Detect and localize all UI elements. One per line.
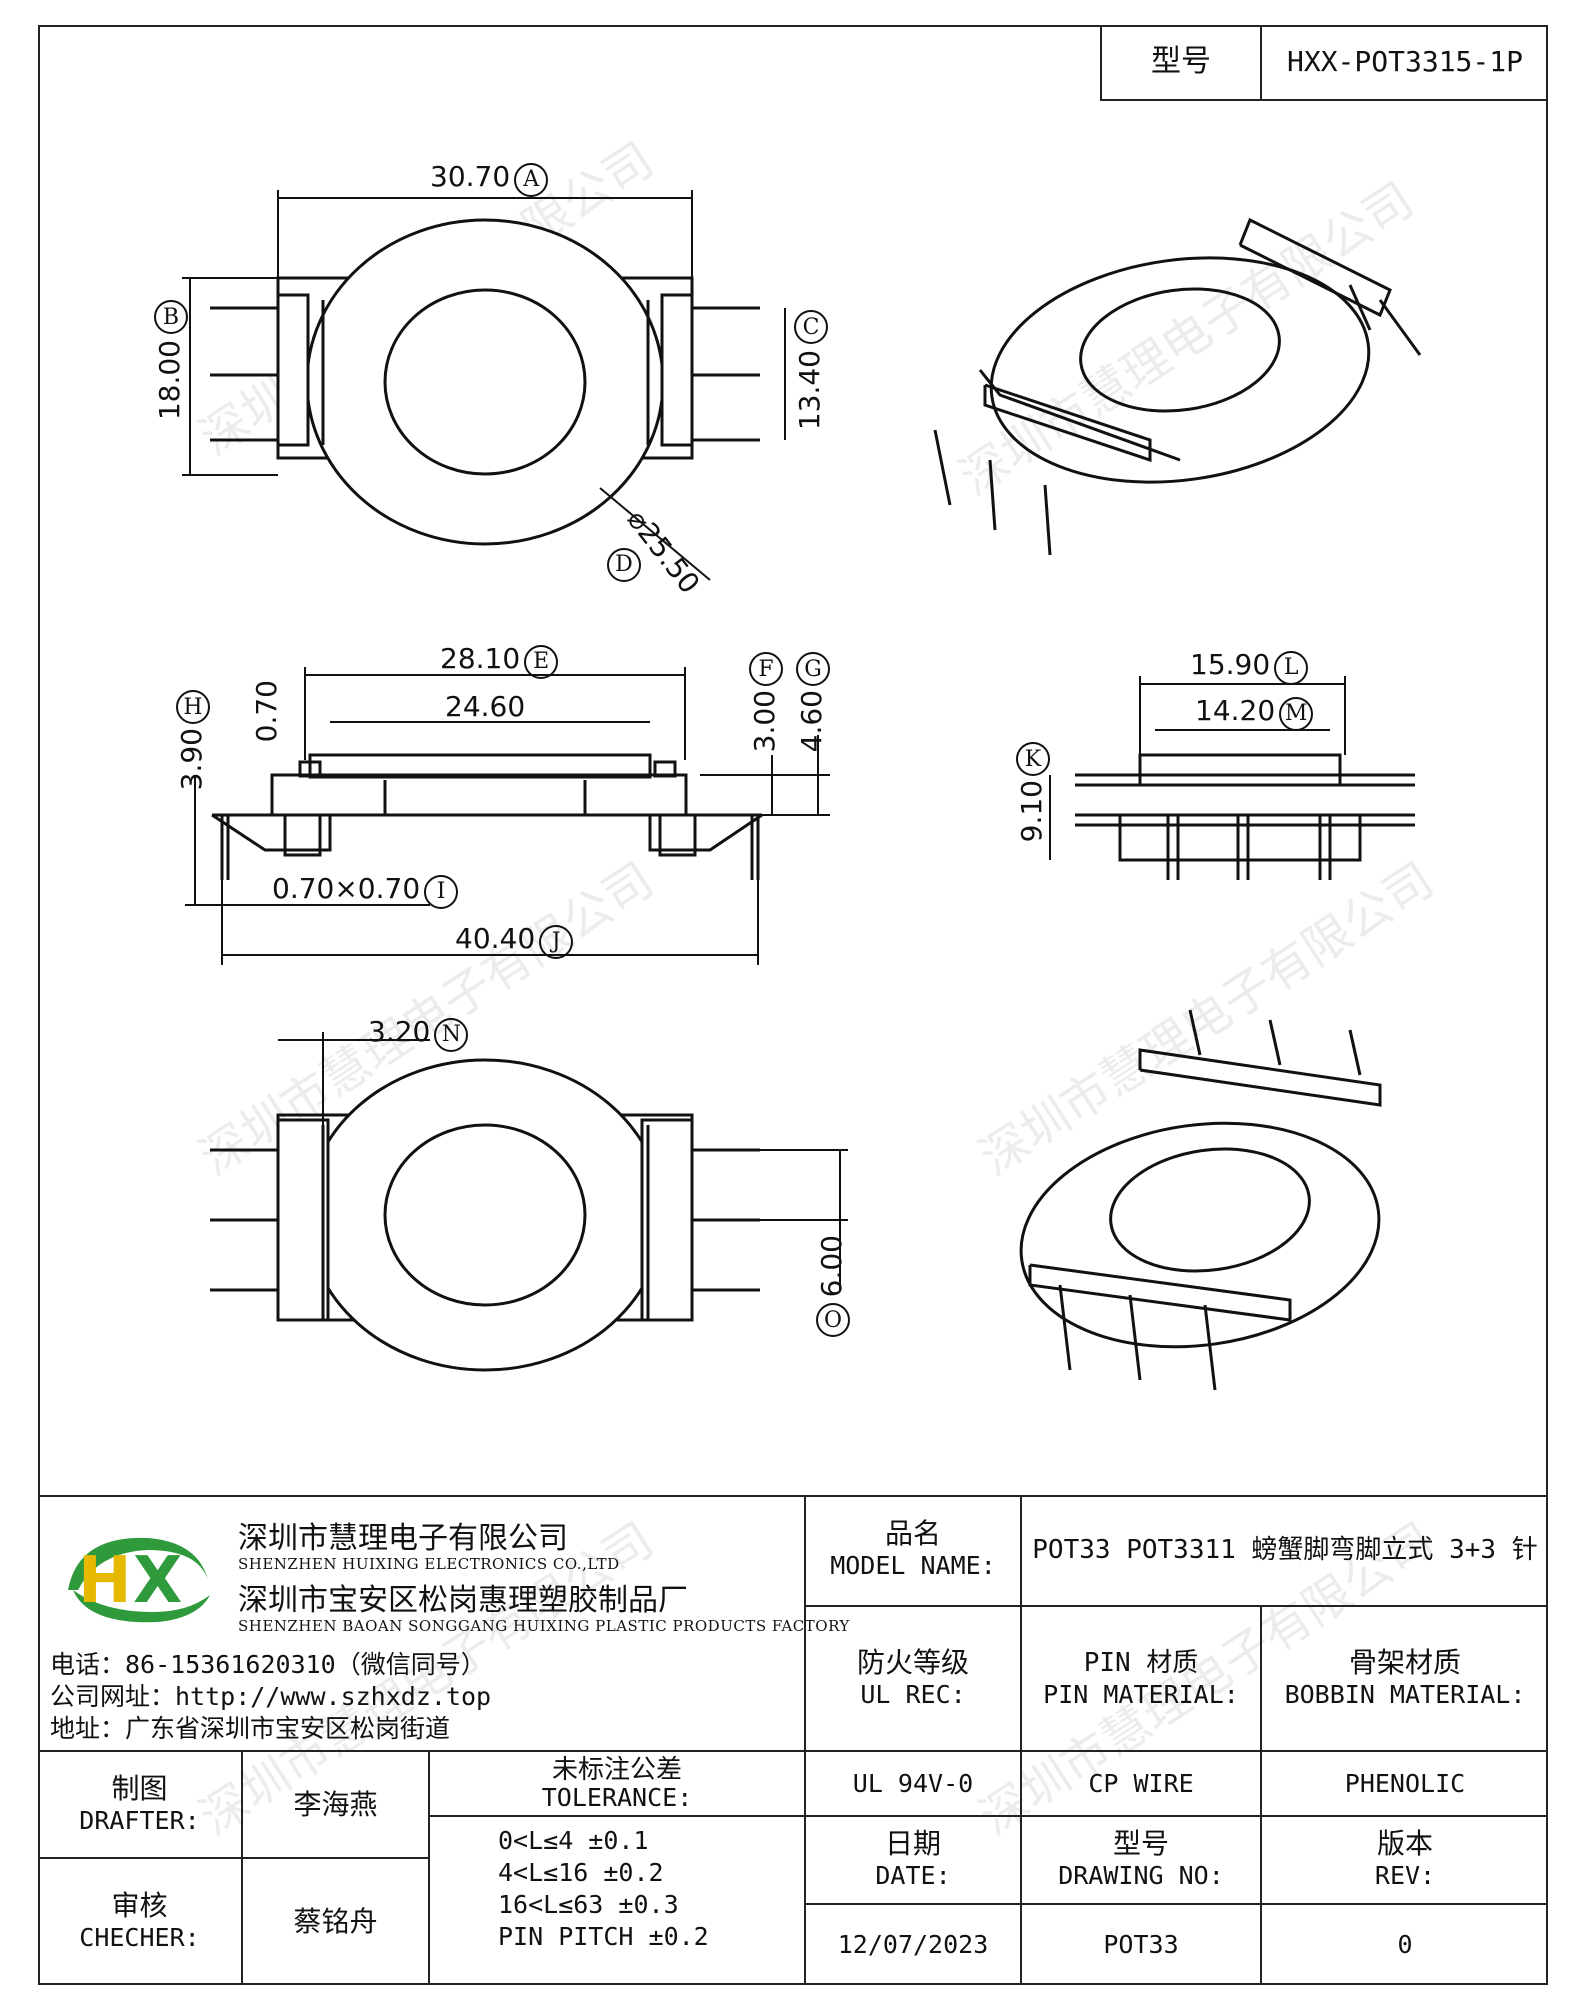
- tolerance-row: PIN PITCH ±0.2: [498, 1922, 709, 1951]
- dim-k: K 9.10: [1012, 742, 1050, 842]
- svg-text:H: H: [78, 1544, 132, 1618]
- ul-label: 防火等级 UL REC:: [856, 1645, 969, 1709]
- date-label: 日期 DATE:: [875, 1827, 951, 1891]
- model-box-value: HXX-POT3315-1P: [1286, 45, 1523, 78]
- drawing-no-label: 型号 DRAWING NO:: [1058, 1827, 1224, 1891]
- dim-small: 0.70: [250, 680, 283, 743]
- company-website[interactable]: 公司网址：http://www.szhxdz.top: [50, 1682, 492, 1711]
- dim-d: D: [603, 545, 641, 582]
- model-name-value: POT33 POT3311 螃蟹脚弯脚立式 3+3 针: [1032, 1535, 1538, 1565]
- rev-label: 版本 REV:: [1374, 1827, 1436, 1891]
- svg-text:X: X: [133, 1544, 182, 1618]
- bobbin-material-label: 骨架材质 BOBBIN MATERIAL:: [1284, 1645, 1526, 1709]
- rev-value: 0: [1397, 1930, 1413, 1959]
- title-block: H X 深圳市慧理电子有限公司 SHENZHEN HUIXING ELECTRO…: [38, 1495, 1548, 1985]
- model-name-label: 品名 MODEL NAME:: [830, 1517, 996, 1581]
- dim-g: G 4.60: [792, 652, 830, 752]
- bottom-view: [210, 1032, 848, 1372]
- pin-material-value: CP WIRE: [1088, 1768, 1194, 1798]
- tolerance-label: 未标注公差 TOLERANCE:: [541, 1754, 693, 1812]
- drawing-frame: [38, 25, 1548, 1985]
- model-box-label: 型号: [1151, 44, 1211, 79]
- company-logo: H X: [48, 1520, 218, 1630]
- company-address: 地址：广东省深圳市宝安区松岗街道: [50, 1714, 451, 1743]
- dim-b: B 18.00: [150, 300, 188, 420]
- dim-inner: 24.60: [445, 690, 526, 723]
- dim-c: C 13.40: [790, 310, 828, 430]
- tolerance-list: 0<L≤4 ±0.1 4<L≤16 ±0.2 16<L≤63 ±0.3 PIN …: [498, 1825, 709, 1953]
- factory-name-en: SHENZHEN BAOAN SONGGANG HUIXING PLASTIC …: [238, 1617, 850, 1635]
- drafter-name: 李海燕: [293, 1787, 378, 1821]
- model-box: 型号 HXX-POT3315-1P: [1100, 25, 1548, 101]
- company-phone: 电话：86-15361620310（微信同号）: [50, 1650, 486, 1679]
- side-view: [1049, 676, 1415, 880]
- company-name-cn: 深圳市慧理电子有限公司: [238, 1521, 568, 1556]
- checker-label: 审核 CHECHER:: [79, 1889, 200, 1953]
- top-view: [182, 190, 786, 581]
- company-name-en: SHENZHEN HUIXING ELECTRONICS CO.,LTD: [238, 1555, 620, 1573]
- checker-name: 蔡铭舟: [293, 1905, 378, 1938]
- tolerance-row: 16<L≤63 ±0.3: [498, 1890, 679, 1919]
- isometric-top: [933, 217, 1422, 556]
- bobbin-material-value: PHENOLIC: [1344, 1768, 1466, 1798]
- pin-material-label: PIN 材质 PIN MATERIAL:: [1043, 1647, 1239, 1709]
- ul-value: UL 94V-0: [852, 1768, 974, 1798]
- drawing-no-value: POT33: [1103, 1930, 1179, 1959]
- drafter-label: 制图 DRAFTER:: [79, 1771, 200, 1835]
- factory-name-cn: 深圳市宝安区松岗惠理塑胶制品厂: [238, 1583, 688, 1618]
- tolerance-row: 0<L≤4 ±0.1: [498, 1826, 649, 1855]
- dim-h: H 3.90: [172, 690, 210, 790]
- technical-drawing: [182, 190, 1422, 1391]
- dim-o: 6.00 O: [812, 1235, 850, 1338]
- tolerance-row: 4<L≤16 ±0.2: [498, 1858, 664, 1887]
- isometric-bottom: [1019, 1009, 1382, 1391]
- logo-icon: H X: [68, 1537, 210, 1623]
- front-view: [185, 667, 830, 965]
- date-value: 12/07/2023: [837, 1930, 989, 1959]
- dim-f: F 3.00: [745, 652, 783, 752]
